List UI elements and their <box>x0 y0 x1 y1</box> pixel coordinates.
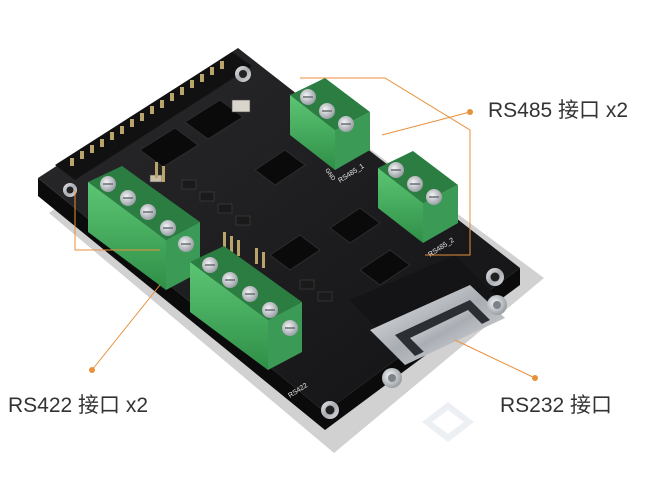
rs422-label: RS422 接口 x2 <box>8 394 149 417</box>
rs485-label: RS485 接口 x2 <box>488 99 629 122</box>
ic-chips <box>139 99 411 286</box>
callout-rs485 <box>300 77 471 256</box>
rs422-terminal-1 <box>88 166 200 290</box>
callout-dots <box>89 109 538 381</box>
watermark-logo <box>420 400 650 450</box>
watermark-diamond-icon <box>422 402 474 442</box>
rs422-terminal-2 <box>190 246 302 370</box>
callout-rs232-pointer <box>454 339 536 379</box>
callout-rs422-pointer <box>91 284 161 371</box>
jumper-pins <box>155 162 265 268</box>
rs485-terminal-1 <box>290 78 370 170</box>
rs232-label: RS232 接口 <box>500 394 613 417</box>
rs485-terminal-2 <box>378 151 458 243</box>
callout-lines <box>74 77 536 379</box>
mounting-holes <box>63 66 504 419</box>
callout-rs485-pointer <box>381 111 471 136</box>
callout-rs422-box <box>74 190 160 251</box>
db9-connector <box>350 255 507 388</box>
gpio-header <box>55 52 252 180</box>
